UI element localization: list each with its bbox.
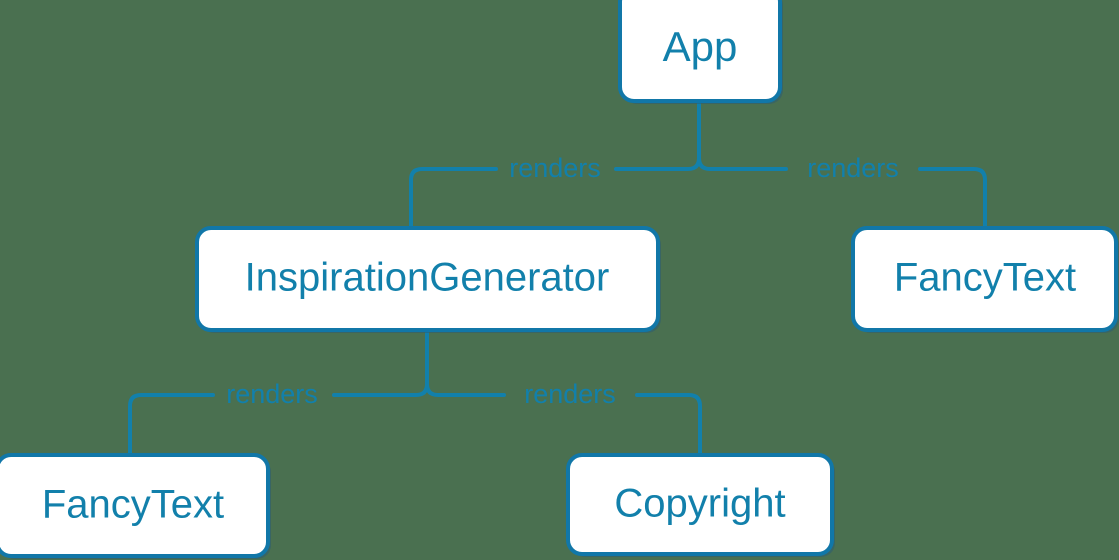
node-inspiration-generator[interactable]: InspirationGenerator — [195, 226, 661, 333]
edge-inspiration-generator-to-copyright — [425, 328, 702, 457]
node-fancytext-right-label: FancyText — [894, 256, 1076, 300]
node-fancytext-right[interactable]: FancyText — [851, 226, 1119, 333]
edge-segment-left — [409, 167, 498, 230]
edge-segment-left — [697, 99, 788, 171]
edge-segment-left — [128, 393, 215, 457]
edge-label-app-to-fancytext-right: renders — [807, 153, 899, 183]
node-fancytext-bottom-box[interactable] — [0, 453, 270, 558]
node-copyright-label: Copyright — [614, 482, 785, 526]
edge-segment-right — [635, 393, 702, 457]
edge-segment-right — [918, 167, 987, 230]
node-copyright[interactable]: Copyright — [566, 453, 835, 557]
edge-label-inspiration-generator-to-fancytext-bottom: renders — [226, 379, 318, 409]
edge-segment-right — [332, 328, 429, 397]
node-copyright-box[interactable] — [566, 453, 834, 556]
node-inspiration-generator-box[interactable] — [195, 226, 660, 332]
node-fancytext-bottom-label: FancyText — [42, 483, 224, 527]
node-app[interactable]: App — [618, 0, 783, 104]
edge-label-app-to-inspiration-generator: renders — [509, 153, 601, 183]
node-inspiration-generator-label: InspirationGenerator — [245, 256, 610, 300]
edge-segment-right — [614, 99, 701, 171]
node-fancytext-right-box[interactable] — [851, 226, 1118, 332]
edge-label-inspiration-generator-to-copyright: renders — [524, 379, 616, 409]
edge-app-to-fancytext-right — [697, 99, 987, 230]
node-app-box[interactable] — [618, 0, 782, 103]
node-fancytext-bottom[interactable]: FancyText — [0, 453, 271, 559]
node-app-label: App — [663, 23, 738, 70]
edge-segment-left — [425, 328, 506, 397]
